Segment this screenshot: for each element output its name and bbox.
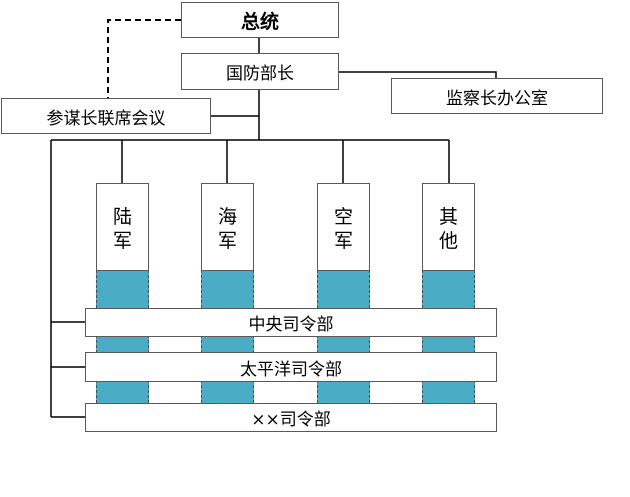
link-secdef-ig [339,71,497,78]
node-command-xx-label: ××司令部 [251,410,331,430]
node-branch-airforce: 空 军 [317,183,370,271]
branch-navy-char1: 海 [217,206,237,228]
node-branch-navy: 海 军 [201,183,254,271]
node-command-central-label: 中央司令部 [248,315,334,335]
node-command-pacific-label: 太平洋司令部 [240,359,342,380]
node-command-pacific: 太平洋司令部 [85,352,497,382]
node-joint-chiefs-label: 参谋长联席会议 [46,108,166,129]
node-inspector-general-label: 监察长办公室 [446,88,548,109]
branch-army-char2: 军 [112,230,132,252]
node-branch-other: 其 他 [422,183,475,271]
node-defense-secretary: 国防部长 [181,53,339,90]
node-defense-secretary-label: 国防部长 [226,64,294,84]
branch-airforce-char1: 空 [333,206,353,228]
node-command-central: 中央司令部 [85,308,497,337]
node-joint-chiefs: 参谋长联席会议 [1,98,211,134]
node-inspector-general: 监察长办公室 [391,78,603,114]
branch-navy-char2: 军 [217,230,237,252]
node-branch-army: 陆 军 [96,183,149,271]
branch-airforce-char2: 军 [333,230,353,252]
node-president: 总统 [181,2,339,38]
branch-other-char2: 他 [438,230,458,252]
node-command-xx: ××司令部 [85,403,497,432]
branch-army-char1: 陆 [112,206,132,228]
branch-other-char1: 其 [438,206,458,228]
dashed-link-president-jcs [107,19,181,98]
node-president-label: 总统 [240,10,279,33]
